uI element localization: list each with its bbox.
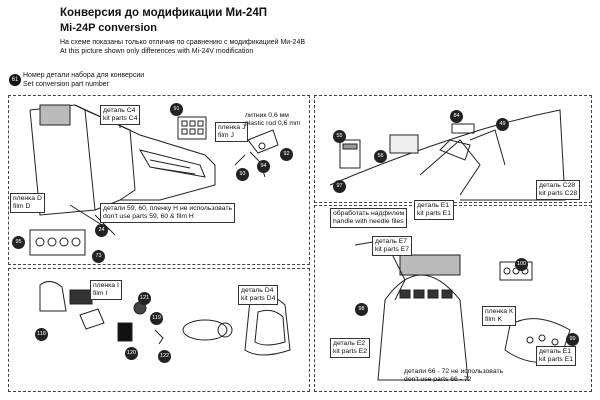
label-dont-use-66-72: детали 66 - 72 не использовать don't use… [404, 368, 504, 383]
label-detail-e1-bottom: деталь Е1 kit parts E1 [536, 346, 576, 366]
label-film-d: пленка D film D [10, 193, 45, 213]
label-dont-use-59-60: детали 59, 60, пленку Н не использовать … [100, 203, 236, 223]
part-number: 97 [333, 180, 346, 193]
part-number: 94 [257, 160, 270, 173]
part-number: 120 [125, 347, 138, 360]
part-number: 119 [150, 312, 163, 325]
label-handle-needle-files: обработать надфилем handle with needle f… [330, 208, 408, 228]
label-detail-e7: деталь Е7 kit parts E7 [372, 236, 412, 256]
label-detail-c28: деталь С28 kit parts C28 [536, 180, 581, 200]
legend-line-en: Set conversion part number [23, 81, 109, 88]
panel-cockpit-left [8, 95, 310, 265]
label-film-i: пленка I film I [90, 280, 122, 300]
part-number: 49 [496, 118, 509, 131]
legend-line-ru: Номер детали набора для конверсии [23, 72, 145, 79]
part-number: 98 [355, 303, 368, 316]
part-number: 55 [333, 130, 346, 143]
page-title: Конверсия до модификации Ми-24П [60, 7, 268, 19]
part-number: 73 [92, 250, 105, 263]
label-detail-d4: деталь D4 kit parts D4 [238, 285, 279, 305]
label-plastic-rod: литник 0,6 мм plastic rod 0,6 mm [245, 112, 301, 127]
part-number: 100 [515, 258, 528, 271]
part-number: 99 [566, 333, 579, 346]
part-number: 24 [95, 224, 108, 237]
panel-bottom-left [8, 268, 310, 392]
part-number: 95 [12, 236, 25, 249]
part-number: 84 [450, 110, 463, 123]
label-detail-e2: деталь Е2 kit parts E2 [330, 338, 370, 358]
page-subtitle: Mi-24P conversion [60, 22, 157, 34]
label-film-j: пленка J film J [215, 122, 249, 142]
part-number: 93 [236, 168, 249, 181]
part-number: 56 [374, 150, 387, 163]
label-detail-c4: деталь С4 kit parts C4 [100, 105, 141, 125]
part-number: 92 [280, 148, 293, 161]
label-detail-e1: деталь Е1 kit parts E1 [414, 200, 454, 220]
part-number: 122 [158, 350, 171, 363]
label-film-k: пленка К film K [482, 306, 516, 326]
part-number: 91 [170, 103, 183, 116]
part-number: 121 [138, 292, 151, 305]
part-number: 118 [35, 328, 48, 341]
legend-badge: 61 [9, 74, 21, 86]
note-en: At this picture shown only differences w… [60, 48, 254, 55]
note-ru: На схеме показаны только отличия по срав… [60, 39, 305, 46]
